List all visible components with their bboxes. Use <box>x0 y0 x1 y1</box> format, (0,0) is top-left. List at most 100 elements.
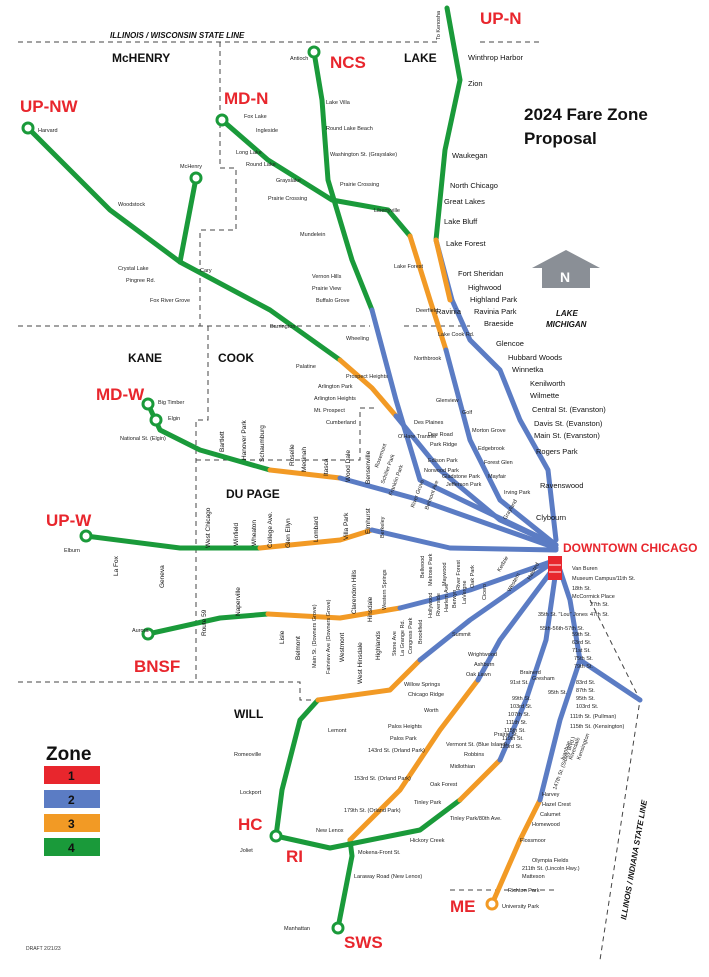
county-will: WILL <box>234 707 263 721</box>
hc-line-zone3 <box>315 657 423 703</box>
legend-swatch-zone3 <box>44 814 100 832</box>
ncs-line-zone2 <box>369 307 559 548</box>
station-label: Crystal Lake <box>118 266 149 272</box>
station-label: Barrington <box>270 324 295 330</box>
legend-swatch-zone4 <box>44 838 100 856</box>
station-label: Romeoville <box>234 752 261 758</box>
station-label: Prairie Crossing <box>340 182 379 188</box>
sws-line-zone4 <box>335 837 355 931</box>
station-label: Central St. (Evanston) <box>532 405 606 414</box>
station-label: Buffalo Grove <box>316 298 350 304</box>
station-label: Fort Sheridan <box>458 269 503 278</box>
station-label: Palatine <box>296 364 316 370</box>
station-label: Mayfair <box>488 474 506 480</box>
draft-note: DRAFT 2/21/23 <box>26 946 61 952</box>
station-label: Washington St. (Grayslake) <box>330 152 397 158</box>
title-line2: Proposal <box>524 129 597 148</box>
station-label: Round Lake Beach <box>326 126 373 132</box>
station-label: 79th St. <box>574 664 593 670</box>
station-label: 75th St. <box>574 656 593 662</box>
sws-line-zone3 <box>347 677 481 843</box>
station-label: Grayslake <box>276 178 301 184</box>
station-label: 123rd St. <box>500 744 523 750</box>
station-label: Bensenville <box>365 450 372 484</box>
line-name-sws: SWS <box>344 933 383 952</box>
station-label: Worth <box>424 708 439 714</box>
line-name-ncs: NCS <box>330 53 366 72</box>
station-label: 111th St. (Pullman) <box>570 714 616 720</box>
station-label: Northbrook <box>414 356 441 362</box>
station-label: 99th St. <box>512 696 531 702</box>
station-label: North Chicago <box>450 181 498 190</box>
upnw-line-zone2 <box>393 413 559 548</box>
station-label: Kedzie <box>497 555 511 573</box>
station-label: Lake Cook Rd. <box>438 332 475 338</box>
station-label: 95th St. <box>548 690 567 696</box>
county-cook: COOK <box>218 351 254 365</box>
station-label: Geneva <box>159 565 166 588</box>
station-label: O'Hare Transfer <box>398 434 437 440</box>
station-label: Congress Park <box>408 617 414 654</box>
station-label: Laraway Road (New Lenox) <box>354 874 422 880</box>
station-label: Joliet <box>240 848 253 854</box>
station-label: Hickory Creek <box>410 838 445 844</box>
station-label: Forest Glen <box>484 460 513 466</box>
il-wi-state-line-label: ILLINOIS / WISCONSIN STATE LINE <box>110 31 245 40</box>
station-label: Harvey <box>542 792 560 798</box>
station-label: Palos Heights <box>388 724 422 730</box>
station-label: Glenview <box>436 398 459 404</box>
station-label: Manhattan <box>284 926 310 932</box>
station-label: Lisle <box>279 630 286 644</box>
station-label: Prospect Heights <box>346 374 388 380</box>
station-label: Elburn <box>64 548 80 554</box>
north-arrow-label: N <box>560 269 570 285</box>
station-label: Morton Grove <box>472 428 506 434</box>
station-label: Woodstock <box>118 202 145 208</box>
station-label: 71st St. <box>572 648 591 654</box>
station-label: Wood Dale <box>345 450 352 482</box>
station-label: 27th St. <box>590 602 609 608</box>
station-label: Davis St. (Evanston) <box>534 419 603 428</box>
me-line-zone3 <box>489 797 543 907</box>
station-label: 103rd St. <box>576 704 599 710</box>
station-label: Fairview Ave (Downers Grove) <box>326 599 332 674</box>
station-label: Van Buren <box>572 566 598 572</box>
station-label: Wrightwood <box>468 652 497 658</box>
station-label: Main St. (Downers Grove) <box>312 604 318 668</box>
north-arrow-icon: N <box>532 250 600 288</box>
hc-line-zone4 <box>273 697 321 839</box>
title-line1: 2024 Fare Zone <box>524 105 648 124</box>
station-label: Chicago Ridge <box>408 692 444 698</box>
ri-line-zone4 <box>273 797 463 851</box>
mchenry-lake-border <box>199 42 237 326</box>
station-label: Roselle <box>289 444 296 466</box>
station-label: Elgin <box>168 416 180 422</box>
station-label: Gresham <box>532 676 555 682</box>
station-label: River Forest <box>456 560 462 590</box>
station-label: Prairie St. <box>494 732 519 738</box>
station-label: 91st St. <box>510 680 529 686</box>
station-label: 55th-56th-57th St. <box>540 626 585 632</box>
station-label: Fox River Grove <box>150 298 190 304</box>
legend-label-zone2: 2 <box>68 793 75 807</box>
station-label: 179th St. (Orland Park) <box>344 808 401 814</box>
station-label: Zion <box>468 79 483 88</box>
station-label: Clybourn <box>536 513 566 522</box>
station-label: Willow Springs <box>404 682 440 688</box>
station-label: Riverside <box>436 593 442 616</box>
station-label: Tinley Park/80th Ave. <box>450 816 502 822</box>
station-label: Matteson <box>522 874 545 880</box>
line-name-me: ME <box>450 897 476 916</box>
station-label: 211th St. (Lincoln Hwy.) <box>522 866 580 872</box>
station-label: Waukegan <box>452 151 488 160</box>
line-name-upw: UP-W <box>46 511 92 530</box>
legend-label-zone3: 3 <box>68 817 75 831</box>
legend-swatch-zone2 <box>44 790 100 808</box>
station-label: Summit <box>452 632 471 638</box>
station-label: Libertyville <box>374 208 400 214</box>
station-label: New Lenox <box>316 828 344 834</box>
station-label: Glencoe <box>496 339 524 348</box>
station-label: Mt. Prospect <box>314 408 345 414</box>
legend-title: Zone <box>46 744 91 765</box>
station-label: Highwood <box>468 283 501 292</box>
